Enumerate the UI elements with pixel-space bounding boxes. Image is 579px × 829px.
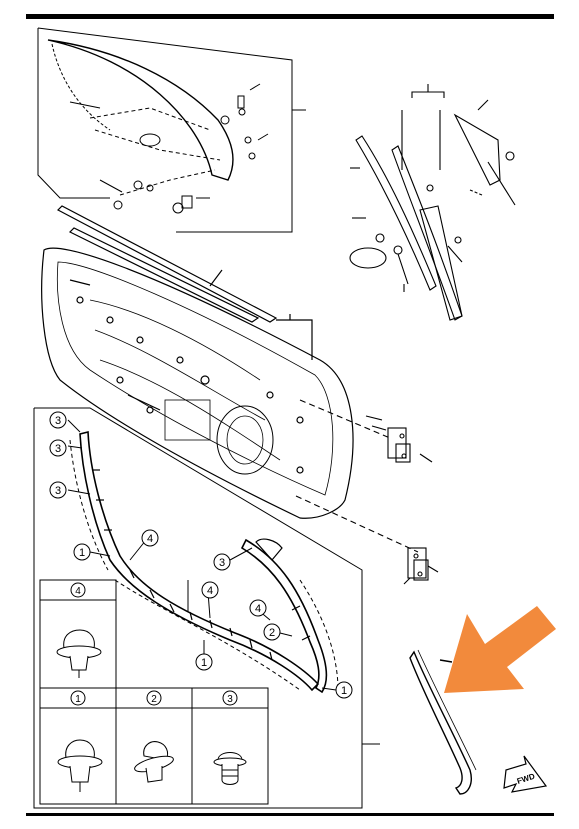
clip-icon [57, 739, 103, 792]
callout-2a [263, 623, 281, 641]
highlighted-seal [409, 649, 477, 795]
legend-headers [70, 582, 238, 706]
top-rule [26, 14, 554, 19]
callout-4c [249, 599, 267, 617]
door-panel [41, 247, 354, 519]
callouts [49, 411, 353, 699]
clip-icon [134, 741, 174, 783]
callout-label: 1 [341, 685, 347, 697]
legend-label-2: 2 [151, 694, 157, 705]
clip-legend-table [39, 579, 269, 805]
callout-label: 4 [207, 585, 213, 597]
legend-label-3: 3 [227, 694, 233, 705]
door-hinges [295, 399, 439, 585]
window-glass-group [37, 27, 306, 233]
callout-labels: 3 3 3 1 4 3 4 4 2 1 1 [55, 415, 347, 697]
callout-1a [73, 543, 91, 561]
fwd-arrow-icon: FWD [503, 755, 548, 793]
legend-label-1: 1 [75, 694, 81, 705]
callout-4a [141, 529, 159, 547]
callout-label: 4 [255, 603, 261, 615]
bottom-rule [26, 813, 554, 816]
callout-label: 3 [219, 557, 225, 569]
callout-4b [201, 581, 219, 599]
callout-1b [195, 653, 213, 671]
weatherstrip-box [33, 407, 380, 809]
callout-3c [49, 481, 67, 499]
clip-icon [56, 629, 102, 678]
callout-3b [49, 439, 67, 457]
legend-label-4: 4 [75, 586, 81, 597]
clip-icon [213, 752, 247, 785]
window-regulator-group [349, 84, 516, 321]
callout-3d [213, 553, 231, 571]
callout-label: 3 [55, 415, 61, 427]
callout-1c [335, 681, 353, 699]
callout-label: 3 [55, 485, 61, 497]
belt-moldings [57, 205, 313, 360]
callout-label: 4 [147, 533, 153, 545]
callout-3a [49, 411, 67, 429]
callout-label: 1 [79, 547, 85, 559]
highlight-arrow-icon [444, 606, 556, 693]
callout-label: 2 [269, 627, 275, 639]
callout-label: 1 [201, 657, 207, 669]
callout-label: 3 [55, 443, 61, 455]
